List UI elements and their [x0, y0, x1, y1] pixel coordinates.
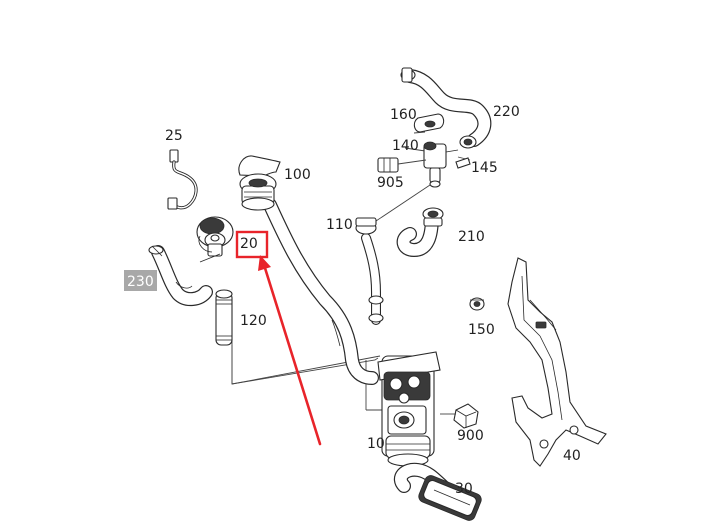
part-20-water-pump[interactable]: [196, 216, 234, 257]
part-30-lower-hose[interactable]: [393, 462, 483, 522]
part-230-elbow-hose[interactable]: [148, 245, 221, 306]
leader-lines: [231, 131, 471, 411]
label-900[interactable]: 900: [457, 428, 484, 444]
label-100[interactable]: 100: [284, 167, 311, 183]
part-160-clip[interactable]: [413, 113, 445, 133]
label-210[interactable]: 210: [458, 229, 485, 245]
pointer-arrow: [258, 255, 322, 446]
part-10-module-housing[interactable]: [377, 351, 441, 467]
part-40-bracket[interactable]: [507, 257, 607, 467]
part-140-valve[interactable]: [423, 141, 459, 188]
part-120-straight-hose[interactable]: [215, 289, 233, 346]
label-150[interactable]: 150: [468, 322, 495, 338]
part-220-upper-hose[interactable]: [400, 67, 492, 149]
highlight-box-part-20: [235, 230, 269, 259]
label-145[interactable]: 145: [471, 160, 498, 176]
part-110-hose[interactable]: [355, 217, 384, 325]
label-20[interactable]: 20: [240, 236, 258, 252]
label-25[interactable]: 25: [165, 128, 183, 144]
part-905-connector[interactable]: [377, 157, 427, 173]
part-230-tag-background: [124, 270, 157, 291]
label-230[interactable]: 230: [127, 274, 154, 290]
label-220[interactable]: 220: [493, 104, 520, 120]
part-100-coolant-hose[interactable]: [238, 155, 379, 385]
part-210-u-hose[interactable]: [396, 207, 444, 257]
label-140[interactable]: 140: [392, 138, 419, 154]
part-900-sensor[interactable]: [440, 403, 479, 429]
label-905[interactable]: 905: [377, 175, 404, 191]
label-30[interactable]: 30: [455, 481, 473, 497]
label-160[interactable]: 160: [390, 107, 417, 123]
label-40[interactable]: 40: [563, 448, 581, 464]
part-145-gasket[interactable]: [455, 157, 471, 169]
part-labels: 25 20 230 120 100 110 10 900 30 160 220 …: [127, 104, 581, 497]
label-110[interactable]: 110: [326, 217, 353, 233]
label-10[interactable]: 10: [367, 436, 385, 452]
part-150-grommet[interactable]: [469, 297, 485, 311]
label-120[interactable]: 120: [240, 313, 267, 329]
part-25-sensor-cable[interactable]: [167, 149, 198, 210]
